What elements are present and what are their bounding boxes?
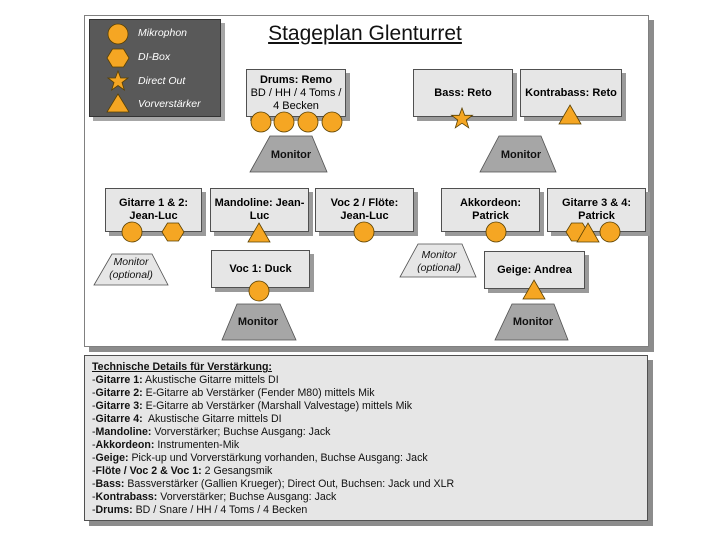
kontrabass-label: Kontrabass: Reto [525,86,617,99]
monitor-optional-left-line2: (optional) [109,269,153,281]
mic-circle-icon [273,111,295,133]
legend: Mikrophon DI-Box Direct Out Vorverstärke… [89,19,221,117]
di-box-hexagon-icon [161,222,185,242]
monitor-optional-left-line1: Monitor [113,256,149,268]
monitor-optional-left: Monitor (optional) [98,256,164,282]
mandoline-label: Mandoline: Jean-Luc [214,197,305,222]
bass-label: Bass: Reto [434,86,492,99]
triangle-icon [106,93,130,113]
direct-out-star-icon [450,106,474,129]
details-line: -Mandoline: Vorverstärker; Buchse Ausgan… [92,426,331,438]
monitor-wedge-geige [494,303,569,341]
monitor-optional-right-line2: (optional) [417,262,461,274]
details-line: -Akkordeon: Instrumenten-Mik [92,439,240,451]
preamp-triangle-icon [558,104,582,125]
mic-circle-icon [248,280,270,302]
legend-label-direct-out: Direct Out [138,75,186,87]
legend-icons [106,23,130,113]
page-title: Stageplan Glenturret [268,22,462,45]
voc1-label: Voc 1: Duck [229,262,292,275]
mic-circle-icon [599,221,621,243]
monitor-wedge-optional-right [399,243,477,278]
monitor-label-geige: Monitor [512,316,554,328]
monitor-label-voc1: Monitor [237,316,279,328]
details-line: -Geige: Pick-up und Vorverstärkung vorha… [92,452,428,464]
monitor-optional-right: Monitor (optional) [406,249,472,275]
monitor-wedge-voc1 [221,303,297,341]
monitor-wedge-drums [249,135,328,173]
legend-label-di-box: DI-Box [138,51,171,63]
box-bass: Bass: Reto [413,69,513,117]
preamp-triangle-icon [576,222,600,243]
preamp-triangle-icon [522,279,546,300]
mic-circle-icon [121,221,143,243]
details-line: -Gitarre 2: E-Gitarre ab Verstärker (Fen… [92,387,375,399]
details-line: -Drums: BD / Snare / HH / 4 Toms / 4 Bec… [92,504,308,516]
mic-circle-icon [250,111,272,133]
mic-circle-icon [297,111,319,133]
preamp-triangle-icon [247,222,271,243]
mic-circle-icon [353,221,375,243]
drums-subtitle: BD / HH / 4 Toms / 4 Becken [250,87,342,112]
circle-icon [107,23,129,45]
monitor-label-drums: Monitor [270,149,312,161]
box-gitarre34: Gitarre 3 & 4: Patrick [547,188,646,232]
legend-label-vorverstaerker: Vorverstärker [138,98,201,110]
details-line: -Flöte / Voc 2 & Voc 1: 2 Gesangsmik [92,465,273,477]
gitarre34-label: Gitarre 3 & 4: Patrick [561,197,632,222]
monitor-label-bass: Monitor [500,149,542,161]
details-line: -Gitarre 1: Akustische Gitarre mittels D… [92,374,279,386]
details-line: -Gitarre 3: E-Gitarre ab Verstärker (Mar… [92,400,413,412]
details-line: -Gitarre 4: Akustische Gitarre mittels D… [92,413,282,425]
details-line: -Kontrabass: Vorverstärker; Buchse Ausga… [92,491,337,503]
akkordeon-label: Akkordeon: Patrick [459,197,522,222]
legend-label-mikrophon: Mikrophon [138,27,188,39]
gitarre12-label: Gitarre 1 & 2: Jean-Luc [118,197,189,222]
mic-circle-icon [485,221,507,243]
geige-label: Geige: Andrea [497,263,572,276]
voc2-label: Voc 2 / Flöte: Jean-Luc [330,197,399,222]
star-icon [106,69,130,92]
box-drums: Drums: Remo BD / HH / 4 Toms / 4 Becken [246,69,346,117]
monitor-wedge-bass [479,135,557,173]
monitor-optional-right-line1: Monitor [421,249,457,261]
drums-title: Drums: Remo [259,74,333,86]
details-header: Technische Details für Verstärkung: [92,361,272,373]
monitor-wedge-optional-left [93,253,169,286]
details-line: -Bass: Bassverstärker (Gallien Krueger);… [92,478,455,490]
hexagon-icon [106,48,130,68]
box-gitarre12: Gitarre 1 & 2: Jean-Luc [105,188,202,232]
technical-details-panel: Technische Details für Verstärkung: -Git… [84,355,648,521]
mic-circle-icon [321,111,343,133]
